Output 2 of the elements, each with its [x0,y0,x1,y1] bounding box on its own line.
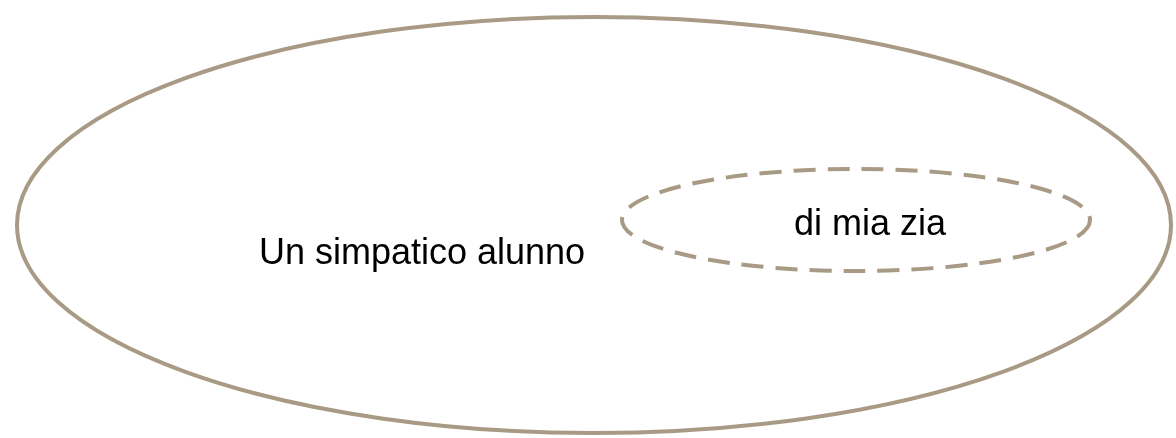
phrase-text: di mia zia [793,202,947,244]
phrase-text: Un simpatico alunno [258,231,586,273]
